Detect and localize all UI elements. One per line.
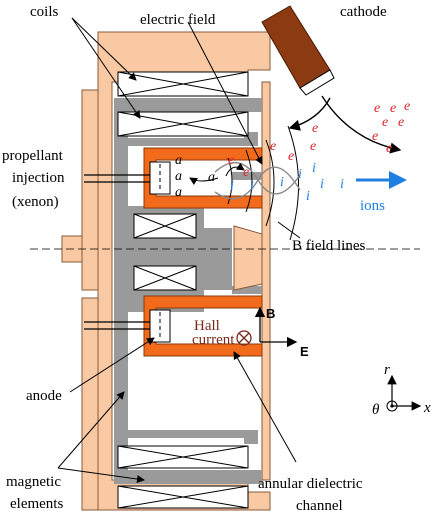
svg-text:i: i bbox=[312, 161, 316, 176]
svg-text:i: i bbox=[306, 189, 310, 204]
channel-label-1: annular dielectric bbox=[258, 476, 363, 492]
svg-text:e: e bbox=[390, 101, 396, 116]
svg-text:i: i bbox=[320, 177, 324, 192]
cathode bbox=[261, 5, 335, 96]
coils-label: coils bbox=[30, 4, 58, 20]
svg-text:e: e bbox=[372, 129, 378, 144]
svg-text:i: i bbox=[298, 167, 302, 182]
neutrals: a a a a bbox=[175, 153, 215, 200]
coil-4 bbox=[133, 265, 197, 291]
coord-x-label: x bbox=[423, 400, 431, 416]
electric-field-waves bbox=[214, 162, 301, 200]
thruster-body bbox=[97, 31, 271, 511]
electric-field-label: electric field bbox=[140, 12, 216, 28]
upper-channel bbox=[143, 147, 263, 209]
svg-text:a: a bbox=[175, 153, 182, 168]
svg-text:a: a bbox=[175, 185, 182, 200]
neutral-arrow bbox=[225, 162, 245, 177]
body-right-plate bbox=[261, 81, 271, 481]
label-leaders bbox=[57, 17, 297, 483]
channel-label-2: channel bbox=[296, 498, 343, 514]
svg-text:e: e bbox=[243, 165, 249, 180]
cathode-electron-arrow bbox=[321, 95, 402, 154]
svg-text:e: e bbox=[404, 99, 410, 114]
coordinate-frame bbox=[386, 374, 422, 412]
svg-text:e: e bbox=[398, 115, 404, 130]
magnetic-elements-label-2: elements bbox=[10, 496, 63, 512]
coil-3 bbox=[133, 213, 197, 239]
magnetic-elements-label-1: magnetic bbox=[6, 474, 61, 490]
svg-text:e: e bbox=[228, 153, 234, 168]
b-field-lines-label: B field lines bbox=[292, 238, 365, 254]
hall-label-1: Hall bbox=[194, 318, 220, 334]
svg-text:e: e bbox=[288, 149, 294, 164]
coord-theta-label: θ bbox=[372, 402, 380, 418]
propellant-label-3: (xenon) bbox=[12, 194, 59, 210]
coord-r-label: r bbox=[384, 362, 390, 378]
svg-text:e: e bbox=[382, 115, 388, 130]
anode-label: anode bbox=[26, 388, 62, 404]
magnetic-pole-upper bbox=[232, 172, 262, 180]
magnetic-pole-lower bbox=[232, 286, 262, 294]
anode-lower bbox=[149, 309, 171, 343]
svg-text:i: i bbox=[340, 177, 344, 192]
svg-text:i: i bbox=[250, 179, 254, 194]
body-left-strip-lower bbox=[81, 297, 99, 511]
coil-2 bbox=[117, 111, 249, 137]
neutral-arrow-2 bbox=[189, 177, 219, 186]
hall-label-2: current bbox=[192, 332, 235, 348]
coil-5 bbox=[117, 445, 249, 469]
b-field-lines bbox=[227, 125, 300, 241]
anode-upper bbox=[149, 161, 171, 195]
coil-6 bbox=[117, 485, 249, 509]
svg-text:a: a bbox=[175, 169, 182, 184]
b-e-axes bbox=[254, 306, 298, 348]
svg-text:e: e bbox=[386, 141, 392, 156]
svg-text:e: e bbox=[312, 121, 318, 136]
propellant-label-1: propellant bbox=[2, 148, 64, 164]
ions-label: ions bbox=[360, 198, 385, 214]
coil-1 bbox=[117, 71, 249, 97]
cathode-electron-arrow-2 bbox=[288, 97, 331, 131]
ions: i i i i i i i i bbox=[230, 161, 344, 204]
svg-text:a: a bbox=[208, 170, 215, 185]
svg-text:i: i bbox=[280, 175, 284, 190]
propellant-label-2: injection bbox=[12, 170, 65, 186]
electrons: e e e e e e e e e e e e e bbox=[228, 99, 410, 180]
hall-current-symbol bbox=[236, 330, 252, 346]
svg-text:e: e bbox=[374, 101, 380, 116]
svg-text:e: e bbox=[310, 139, 316, 154]
axis-e-label: E bbox=[300, 344, 309, 359]
pole-cap bbox=[233, 225, 263, 291]
lower-channel bbox=[143, 295, 263, 357]
propellant-lines bbox=[84, 174, 150, 330]
body-left-strip bbox=[81, 89, 99, 291]
svg-text:e: e bbox=[270, 139, 276, 154]
svg-text:i: i bbox=[230, 179, 234, 194]
axis-b-label: B bbox=[266, 306, 275, 321]
b-field-leader bbox=[277, 221, 301, 239]
cathode-label: cathode bbox=[340, 4, 387, 20]
